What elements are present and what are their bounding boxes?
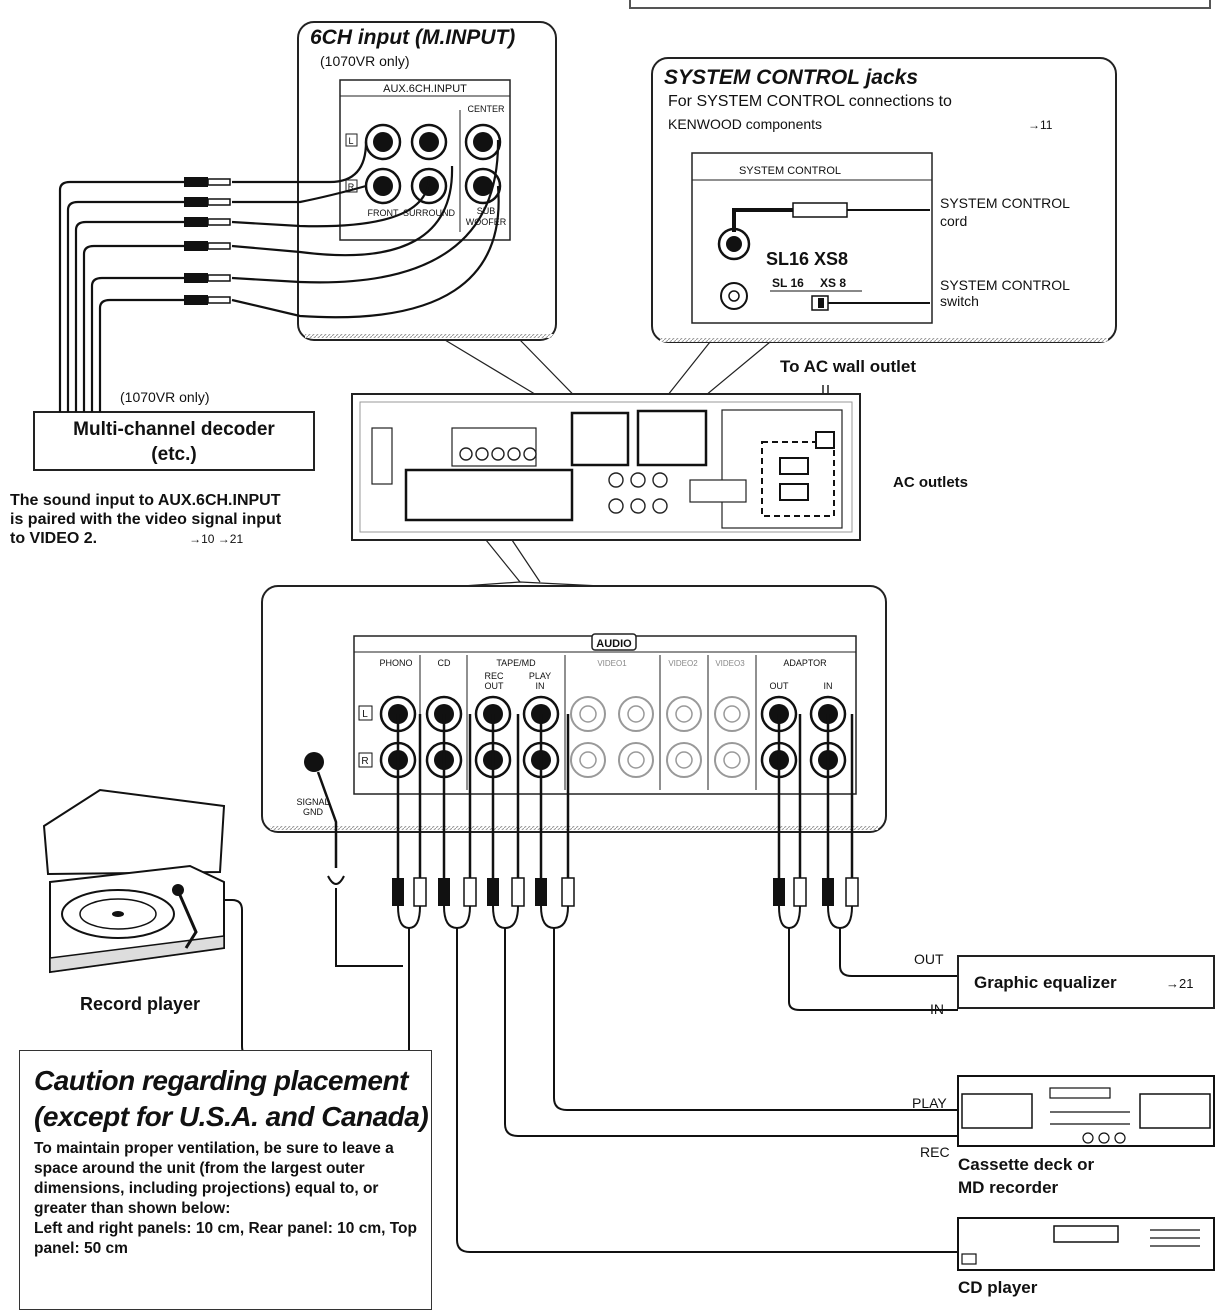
note-line-2: is paired with the video signal input [10, 511, 282, 528]
r-mark: R [348, 182, 355, 192]
sixch-callout: 6CH input (M.INPUT) (1070VR only) AUX.6C… [297, 21, 599, 421]
sixch-title: 6CH input (M.INPUT) [310, 26, 515, 49]
system-control-desc-2: KENWOOD components [668, 116, 822, 132]
graphic-eq-box [957, 955, 1215, 1009]
caution-title-1: Caution regarding placement [34, 1065, 408, 1096]
adaptor-out: OUT [770, 681, 790, 691]
device-cables [206, 899, 958, 1253]
decoder-line-1: Multi-channel decoder [73, 419, 275, 440]
adaptor-label: ADAPTOR [783, 658, 827, 668]
surround-label: SURROUND [403, 208, 456, 218]
play-in-2: IN [536, 681, 545, 691]
rec-out-1: REC [484, 671, 504, 681]
aux-6ch-label: AUX.6CH.INPUT [383, 83, 467, 95]
video2-label: VIDEO2 [668, 659, 698, 668]
cd-player-device [957, 1217, 1215, 1271]
audio-jack-block [404, 468, 574, 522]
sub-label: SUB [477, 206, 496, 216]
system-control-panel-label: SYSTEM CONTROL [739, 165, 841, 177]
adaptor-in: IN [824, 681, 833, 691]
caution-body-text-2: Left and right panels: 10 cm, Rear panel… [34, 1220, 417, 1257]
ac-wall-outlet-label: To AC wall outlet [780, 357, 916, 376]
note-line-1: The sound input to AUX.6CH.INPUT [10, 492, 281, 509]
eq-out-label: OUT [914, 951, 944, 967]
audio-cables [316, 714, 854, 878]
cd-player-label: CD player [958, 1278, 1038, 1297]
play-in-1: PLAY [529, 671, 551, 681]
caution-box: Caution regarding placement (except for … [19, 1050, 432, 1310]
rec-out-2: OUT [485, 681, 505, 691]
rec-label: REC [920, 1144, 950, 1160]
decoder-line-2: (etc.) [151, 444, 196, 465]
caution-body: To maintain proper ventilation, be sure … [34, 1139, 426, 1259]
caution-title: Caution regarding placement (except for … [34, 1063, 429, 1135]
note-line-3: to VIDEO 2. →10 →21 [10, 529, 281, 549]
signal-gnd-terminal [304, 752, 324, 772]
mode-sl: SL 16 [772, 276, 804, 290]
system-control-desc-1: For SYSTEM CONTROL connections to [668, 93, 952, 110]
decoder-cables [58, 139, 500, 412]
cord-label-1: SYSTEM CONTROL [940, 195, 1070, 211]
video1-label: VIDEO1 [597, 659, 627, 668]
system-control-callout: SYSTEM CONTROL jacks For SYSTEM CONTROL … [651, 57, 1117, 416]
system-control-title: SYSTEM CONTROL jacks [664, 66, 918, 89]
audio-l-mark: L [362, 709, 368, 720]
caution-title-2: (except for U.S.A. and Canada) [34, 1101, 429, 1132]
note-text: The sound input to AUX.6CH.INPUT is pair… [10, 491, 281, 549]
cassette-label-2: MD recorder [958, 1178, 1059, 1197]
audio-rca-plugs [327, 875, 859, 907]
top-frame-edge [629, 0, 1211, 9]
decoder-only: (1070VR only) [120, 389, 210, 405]
decoder-rca-plugs [184, 177, 231, 305]
cd-label: CD [438, 658, 451, 668]
audio-header: AUDIO [596, 638, 632, 650]
note-line-3-text: to VIDEO 2. [10, 530, 98, 547]
switch-label-1: SYSTEM CONTROL [940, 277, 1070, 293]
control-cord-plug [792, 202, 848, 218]
eq-in-label: IN [930, 1001, 944, 1017]
mode-xs: XS 8 [820, 276, 846, 290]
center-label: CENTER [467, 104, 505, 114]
record-player-label: Record player [80, 994, 200, 1014]
note-refs: →10 →21 [189, 532, 244, 546]
sixch-jack [364, 123, 502, 205]
l-mark: L [348, 136, 353, 146]
mode-display: SL16 XS8 [766, 249, 848, 269]
signal-gnd-1: SIGNAL [296, 797, 329, 807]
cord-label-2: cord [940, 213, 967, 229]
ac-outlets-label: AC outlets [893, 474, 968, 491]
video3-label: VIDEO3 [715, 659, 745, 668]
record-player [42, 788, 226, 974]
graphic-eq-ref: →21 [1166, 976, 1193, 991]
switch-label-2: switch [940, 293, 979, 309]
cassette-deck [957, 1075, 1215, 1147]
receiver-rear-panel [261, 393, 886, 601]
tape-md-label: TAPE/MD [496, 658, 536, 668]
phono-label: PHONO [379, 658, 412, 668]
system-control-jack-2 [720, 282, 748, 310]
audio-callout: AUDIO PHONO CD TAPE/MD REC OUT PLAY IN V… [261, 585, 887, 833]
decoder-box [33, 411, 315, 471]
system-control-ref: →11 [1028, 118, 1053, 132]
graphic-eq-label: Graphic equalizer [974, 973, 1117, 992]
woofer-label: WOOFER [466, 217, 507, 227]
audio-r-mark: R [361, 756, 368, 767]
front-label: FRONT [368, 208, 399, 218]
sixch-subtitle: (1070VR only) [320, 53, 410, 69]
cassette-label-1: Cassette deck or [958, 1155, 1094, 1174]
play-label: PLAY [912, 1095, 947, 1111]
signal-gnd-2: GND [303, 807, 324, 817]
caution-body-text: To maintain proper ventilation, be sure … [34, 1140, 394, 1217]
